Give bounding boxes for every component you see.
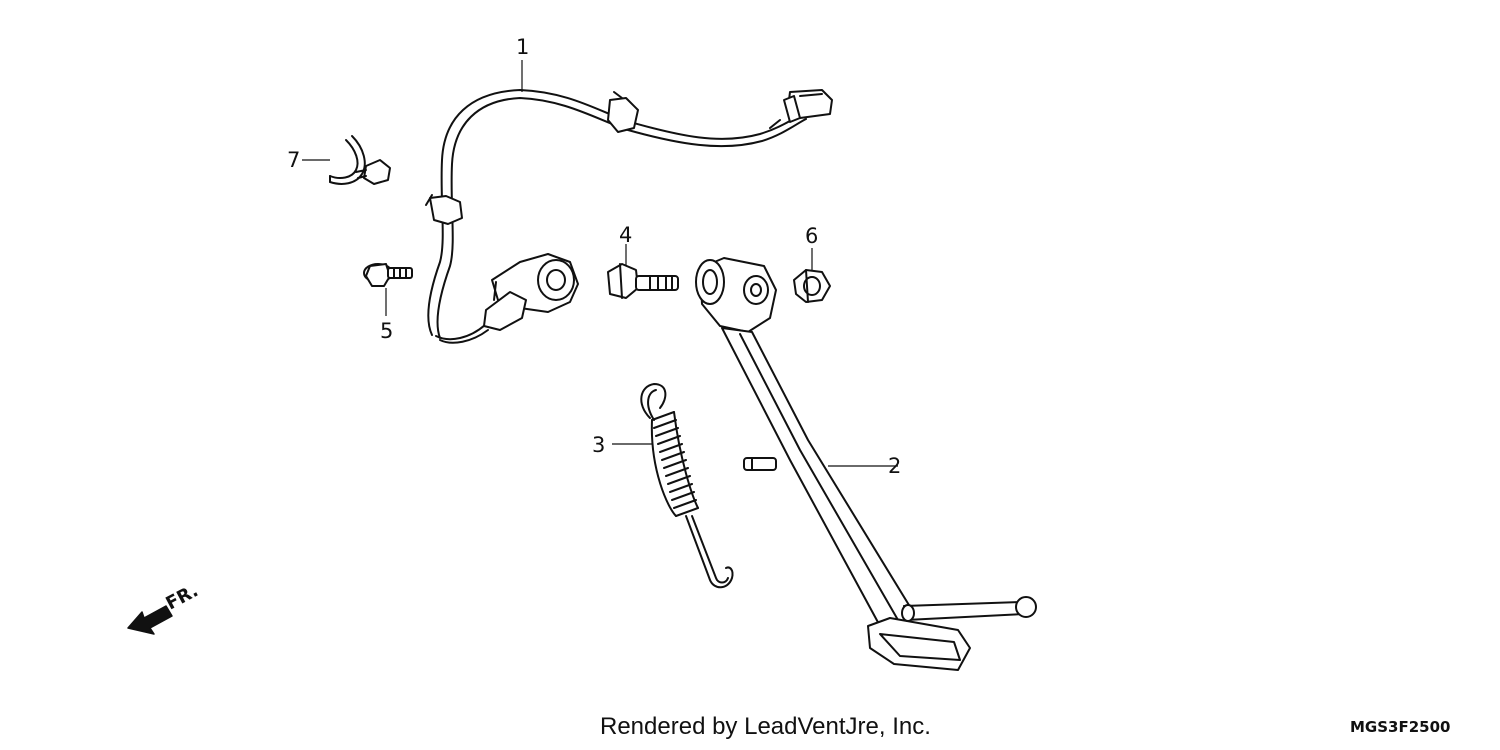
leader-lines — [302, 60, 898, 467]
spring-icon[interactable] — [640, 383, 734, 589]
diagram-code: MGS3F2500 — [1350, 718, 1450, 736]
callout-3: 3 — [592, 433, 605, 457]
callout-1: 1 — [516, 35, 529, 59]
side-stand-icon[interactable] — [695, 257, 1037, 671]
callout-5: 5 — [380, 319, 393, 343]
front-direction-arrow-icon — [127, 605, 173, 635]
callout-2: 2 — [888, 454, 901, 478]
callout-7: 7 — [287, 148, 300, 172]
band-clamp-icon[interactable] — [329, 135, 391, 185]
callout-4: 4 — [619, 223, 632, 247]
lock-nut-icon[interactable] — [793, 269, 831, 303]
flange-bolt-icon[interactable] — [363, 263, 413, 287]
wire-harness-icon[interactable] — [425, 89, 833, 344]
callout-6: 6 — [805, 224, 818, 248]
footer-credit: Rendered by LeadVentJre, Inc. — [600, 713, 931, 740]
pivot-bolt-icon[interactable] — [607, 263, 679, 299]
